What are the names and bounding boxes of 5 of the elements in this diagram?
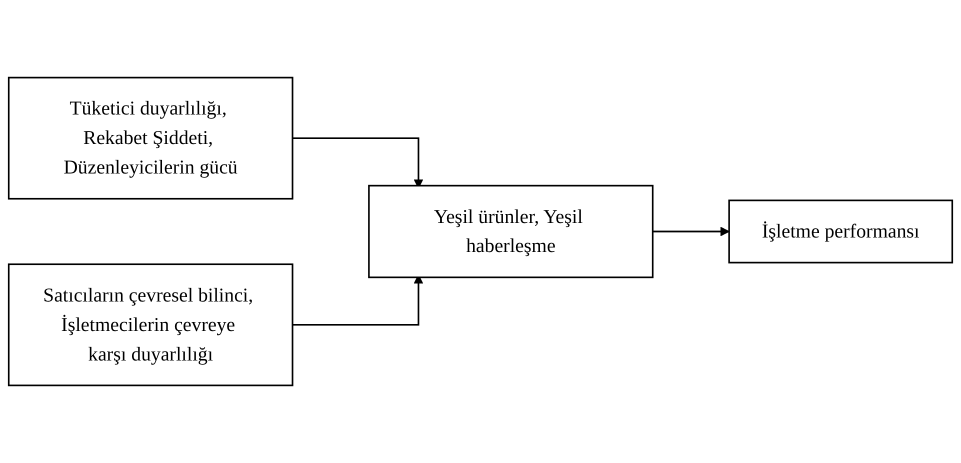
node-box: Tüketici duyarlılığı, Rekabet Şiddeti, Düzenleyicilerin gücü [8, 76, 294, 200]
node-box: İşletme performansı [728, 200, 954, 264]
node-box: Yeşil ürünler, Yeşil haberleşme [368, 184, 654, 278]
node-box: Satıcıların çevresel bilinci, İşletmecilerin çevreye karşı duyarlılığı [8, 263, 294, 386]
arrow [652, 226, 730, 236]
